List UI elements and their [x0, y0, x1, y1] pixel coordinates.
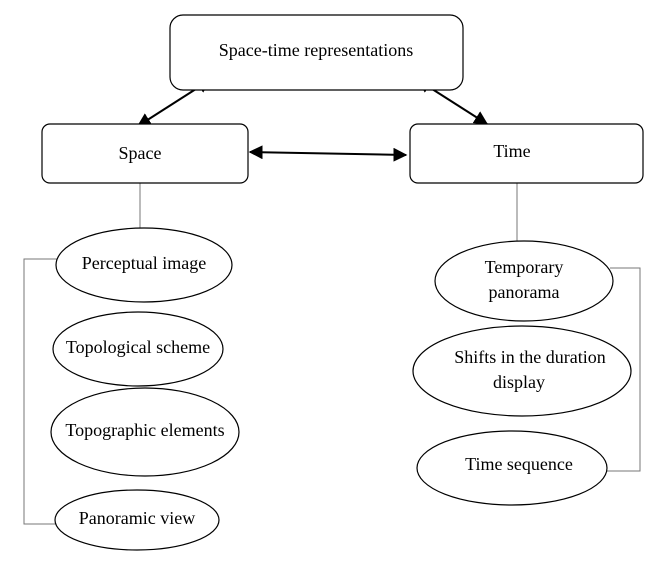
space-item-label: Panoramic view: [79, 508, 195, 528]
root-label: Space-time representations: [219, 40, 413, 60]
time-node: Time: [409, 123, 644, 184]
space-item-label: Topological scheme: [66, 337, 210, 357]
time-item-label-line1: Shifts in the duration: [454, 347, 606, 367]
time-item: Shifts in the duration display: [412, 325, 632, 417]
space-item: Perceptual image: [55, 227, 233, 303]
time-item: Temporary panorama: [434, 240, 614, 322]
time-item-label-line2: panorama: [489, 282, 560, 302]
space-node: Space: [41, 123, 249, 184]
time-items: Temporary panorama Shifts in the duratio…: [412, 240, 632, 506]
time-label: Time: [493, 141, 530, 161]
time-bracket-line: [600, 267, 641, 472]
space-items: Perceptual image Topological scheme Topo…: [50, 227, 240, 551]
time-item-label-line2: display: [493, 372, 545, 392]
space-item-label: Topographic elements: [65, 420, 224, 440]
connector-lines: [23, 183, 641, 525]
root-node: Space-time representations: [169, 14, 464, 91]
time-item-label-line1: Temporary: [485, 257, 564, 277]
time-item: Time sequence: [416, 430, 608, 506]
space-bracket-line: [23, 258, 65, 525]
space-label: Space: [119, 143, 162, 163]
space-item: Topographic elements: [50, 387, 240, 477]
space-item: Topological scheme: [52, 311, 224, 387]
space-item-label: Perceptual image: [82, 253, 206, 273]
space-time-arrow: [248, 145, 408, 162]
time-item-label: Time sequence: [465, 454, 573, 474]
space-item: Panoramic view: [54, 489, 220, 551]
